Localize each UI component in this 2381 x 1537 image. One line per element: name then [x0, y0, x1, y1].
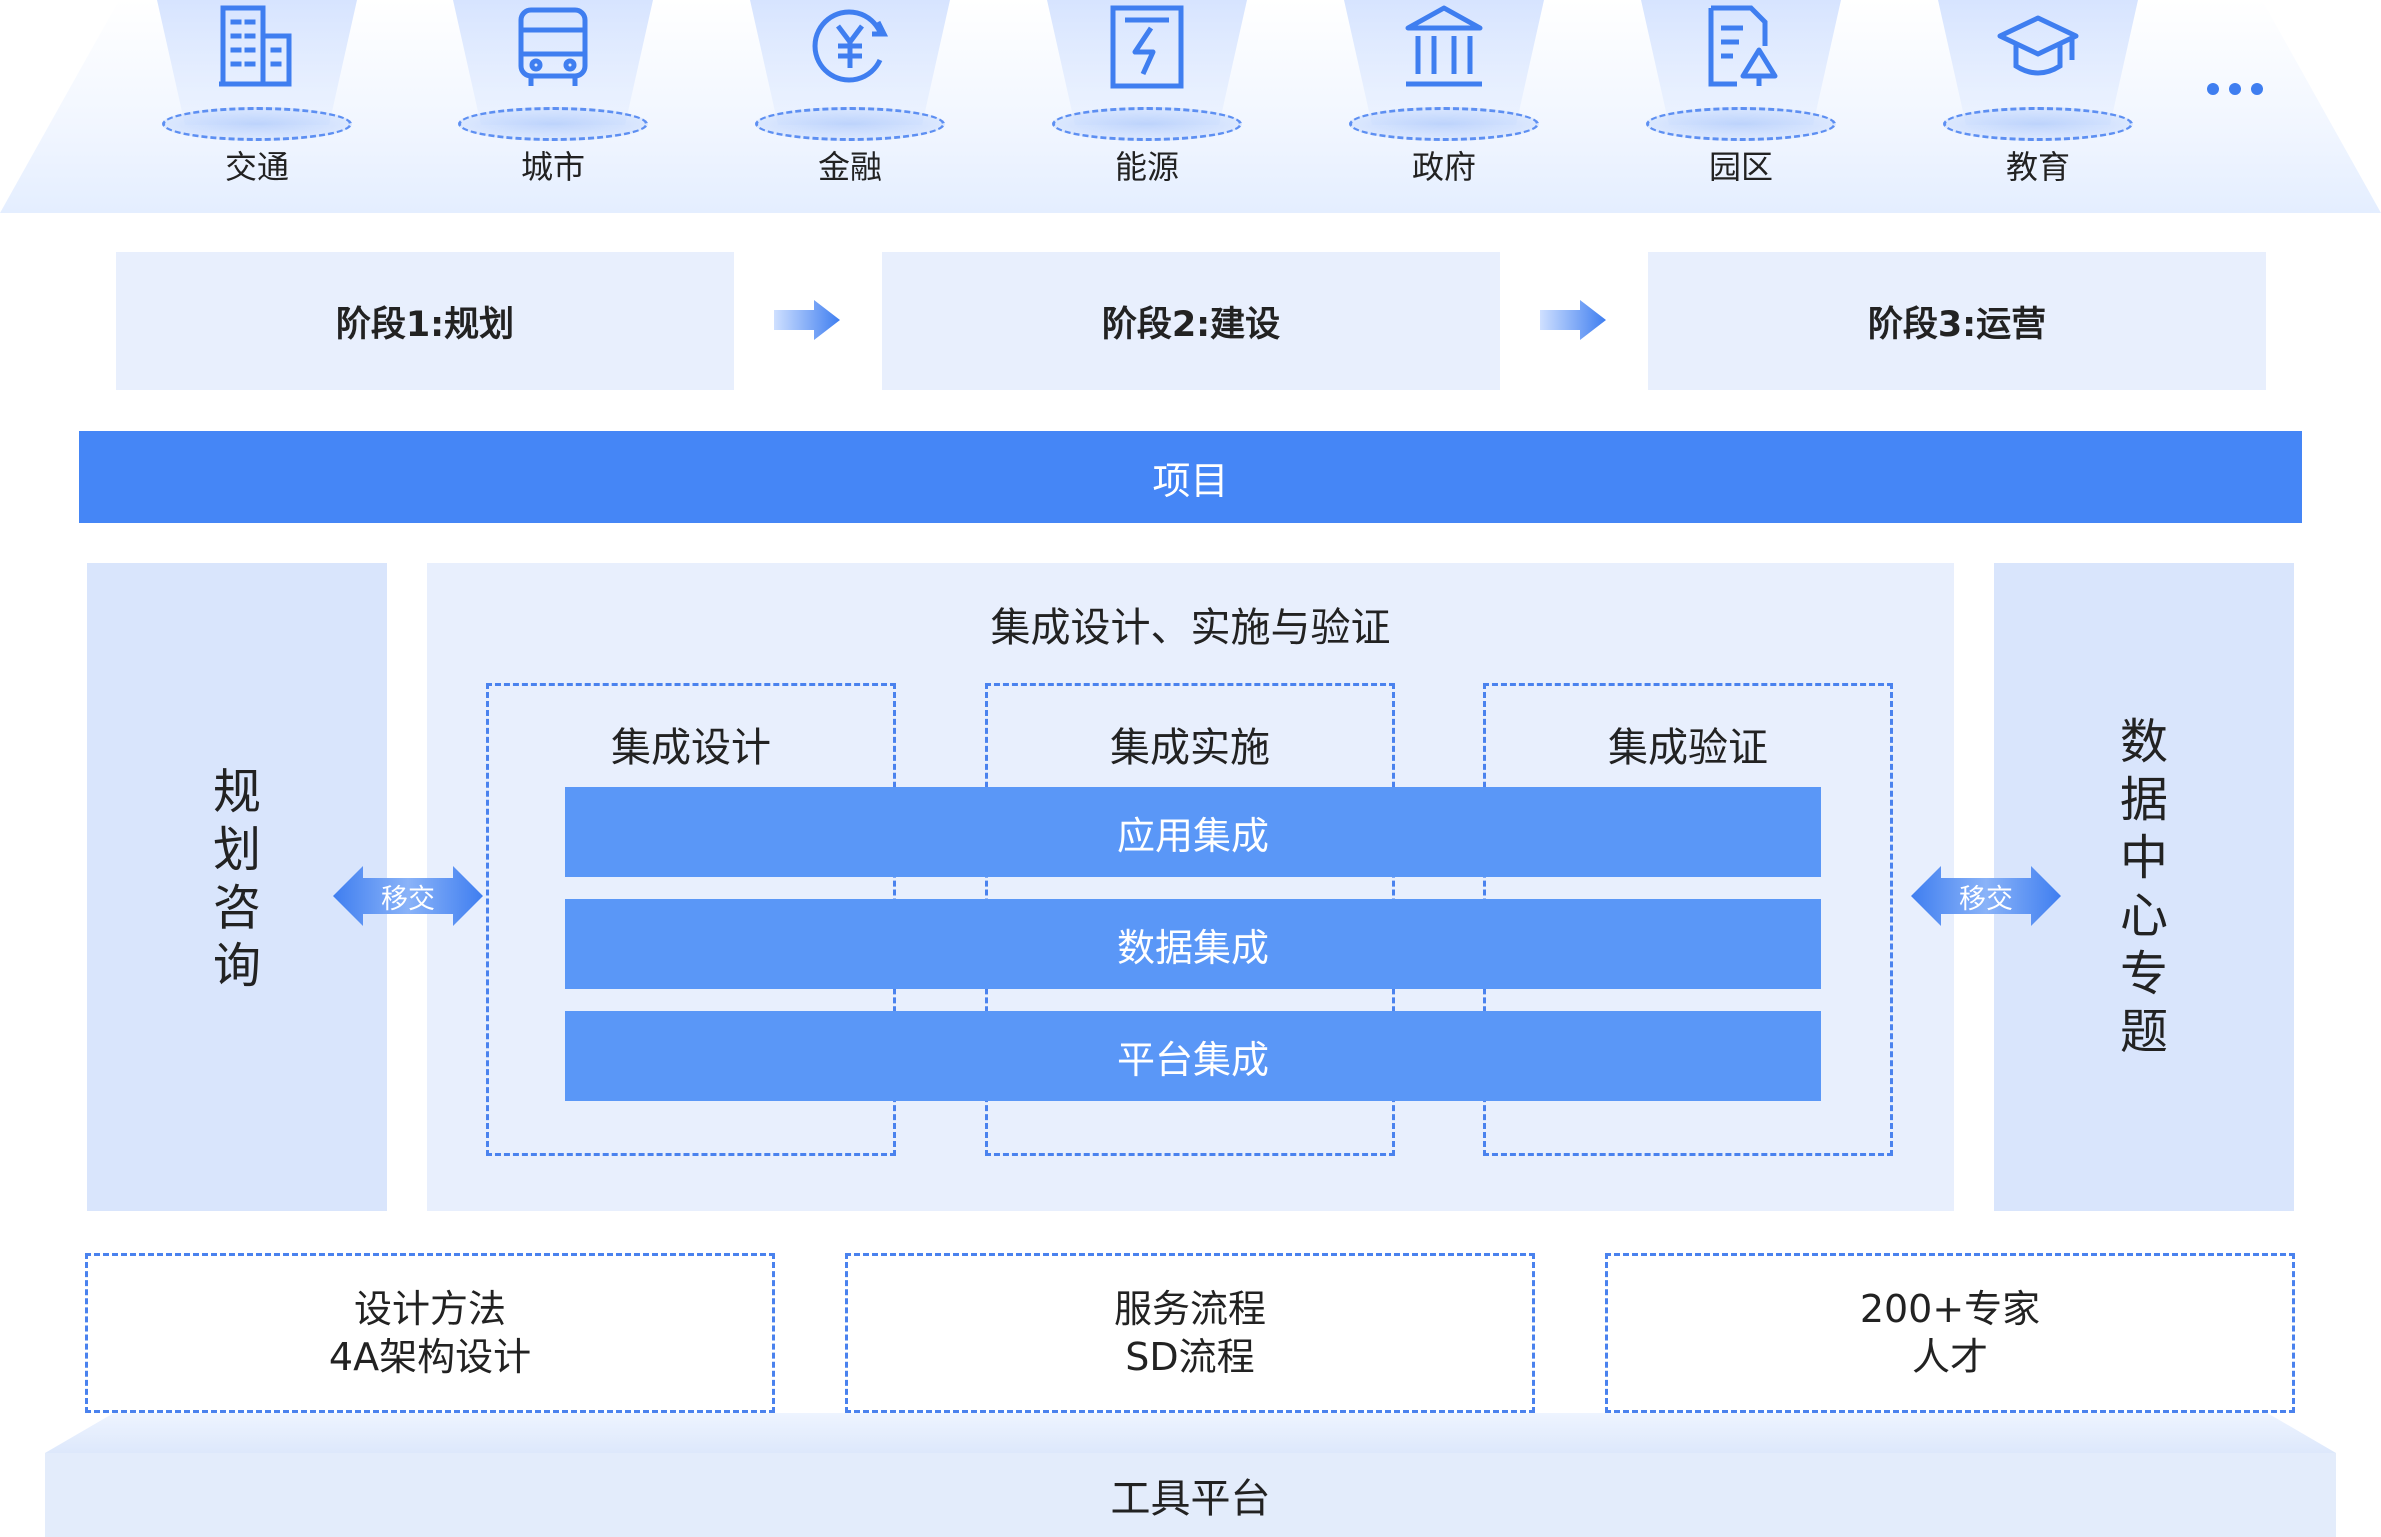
- industry-label: 城市: [520, 148, 585, 186]
- industry-label: 金融: [817, 148, 882, 186]
- planning-consulting-label: 规划咨询: [87, 763, 387, 995]
- integration-panel: [427, 563, 1954, 1211]
- ellipsis-icon: [2207, 83, 2263, 95]
- transfer-arrow-icon: [333, 866, 483, 926]
- vertical-char: 数: [2119, 714, 2168, 770]
- phase-title: 集成实施: [1110, 725, 1270, 771]
- industry-label: 交通: [224, 148, 289, 186]
- government-building-icon: [1405, 5, 1483, 87]
- industry-city: 城市: [433, 0, 673, 200]
- industry-finance: 金融: [730, 0, 970, 200]
- industry-label: 能源: [1114, 148, 1179, 186]
- halo: [1052, 107, 1242, 141]
- planning-consulting-column: 规划咨询: [87, 563, 387, 1211]
- halo: [755, 107, 945, 141]
- halo: [1349, 107, 1539, 141]
- vertical-char: 据: [2119, 772, 2168, 828]
- transfer-arrow-icon: [1911, 866, 2061, 926]
- vertical-char: 题: [2119, 1004, 2168, 1060]
- vertical-char: 咨: [212, 880, 261, 936]
- halo: [458, 107, 648, 141]
- capability-service-process: 服务流程 SD流程: [845, 1253, 1535, 1413]
- vertical-char: 询: [212, 938, 261, 994]
- capability-experts: 200+专家 人才: [1605, 1253, 2295, 1413]
- capability-line: 200+专家: [1859, 1287, 2041, 1331]
- yuan-coin-icon: [812, 9, 889, 83]
- halo: [1646, 107, 1836, 141]
- industry-park: 园区: [1621, 0, 1861, 200]
- vertical-char: 划: [212, 822, 261, 878]
- capability-line: 服务流程: [1113, 1287, 1266, 1331]
- vertical-char: 专: [2119, 946, 2168, 1002]
- light-beam: [1938, 0, 2138, 125]
- phase-title: 集成设计: [611, 725, 771, 771]
- data-center-label: 数据中心专题: [1994, 713, 2294, 1061]
- integration-panel-title: 集成设计、实施与验证: [990, 605, 1391, 651]
- stage-operation: 阶段3:运营: [1648, 252, 2266, 390]
- industry-label: 园区: [1708, 148, 1773, 186]
- transfer-label: 移交: [381, 884, 435, 915]
- capability-line: 4A架构设计: [328, 1335, 532, 1379]
- light-beam: [1641, 0, 1841, 125]
- arrow-right-icon: [1540, 300, 1606, 340]
- vertical-char: 中: [2119, 830, 2168, 886]
- bus-icon: [518, 7, 588, 86]
- vertical-char: 规: [212, 764, 261, 820]
- park-document-icon: [1708, 5, 1778, 87]
- industry-government: 政府: [1324, 0, 1564, 200]
- transfer-label: 移交: [1959, 884, 2013, 915]
- application-integration-bar: 应用集成: [565, 787, 1821, 877]
- industry-energy: 能源: [1027, 0, 1267, 200]
- lightning-icon: [1110, 5, 1184, 89]
- stage-planning: 阶段1:规划: [116, 252, 734, 390]
- capability-line: SD流程: [1125, 1335, 1255, 1379]
- data-integration-bar: 数据集成: [565, 899, 1821, 989]
- halo: [162, 107, 352, 141]
- building-icon: [219, 5, 292, 87]
- stage-construction: 阶段2:建设: [882, 252, 1500, 390]
- industry-label: 教育: [2005, 148, 2070, 186]
- project-bar: 项目: [79, 431, 2302, 523]
- light-beam: [1344, 0, 1544, 125]
- light-beam: [157, 0, 357, 125]
- capability-line: 人才: [1911, 1335, 1988, 1379]
- vertical-char: 心: [2119, 888, 2168, 944]
- industry-label: 政府: [1411, 148, 1476, 186]
- tool-platform-top: [45, 1413, 2336, 1453]
- capability-design-method: 设计方法 4A架构设计: [85, 1253, 775, 1413]
- industry-education: 教育: [1918, 0, 2158, 200]
- capability-line: 设计方法: [353, 1287, 506, 1331]
- tool-platform: 工具平台: [45, 1453, 2336, 1537]
- light-beam: [453, 0, 653, 125]
- arrow-right-icon: [774, 300, 840, 340]
- graduation-cap-icon: [1997, 15, 2079, 76]
- halo: [1943, 107, 2133, 141]
- phase-title: 集成验证: [1608, 725, 1768, 771]
- platform-integration-bar: 平台集成: [565, 1011, 1821, 1101]
- industry-transport: 交通: [137, 0, 377, 200]
